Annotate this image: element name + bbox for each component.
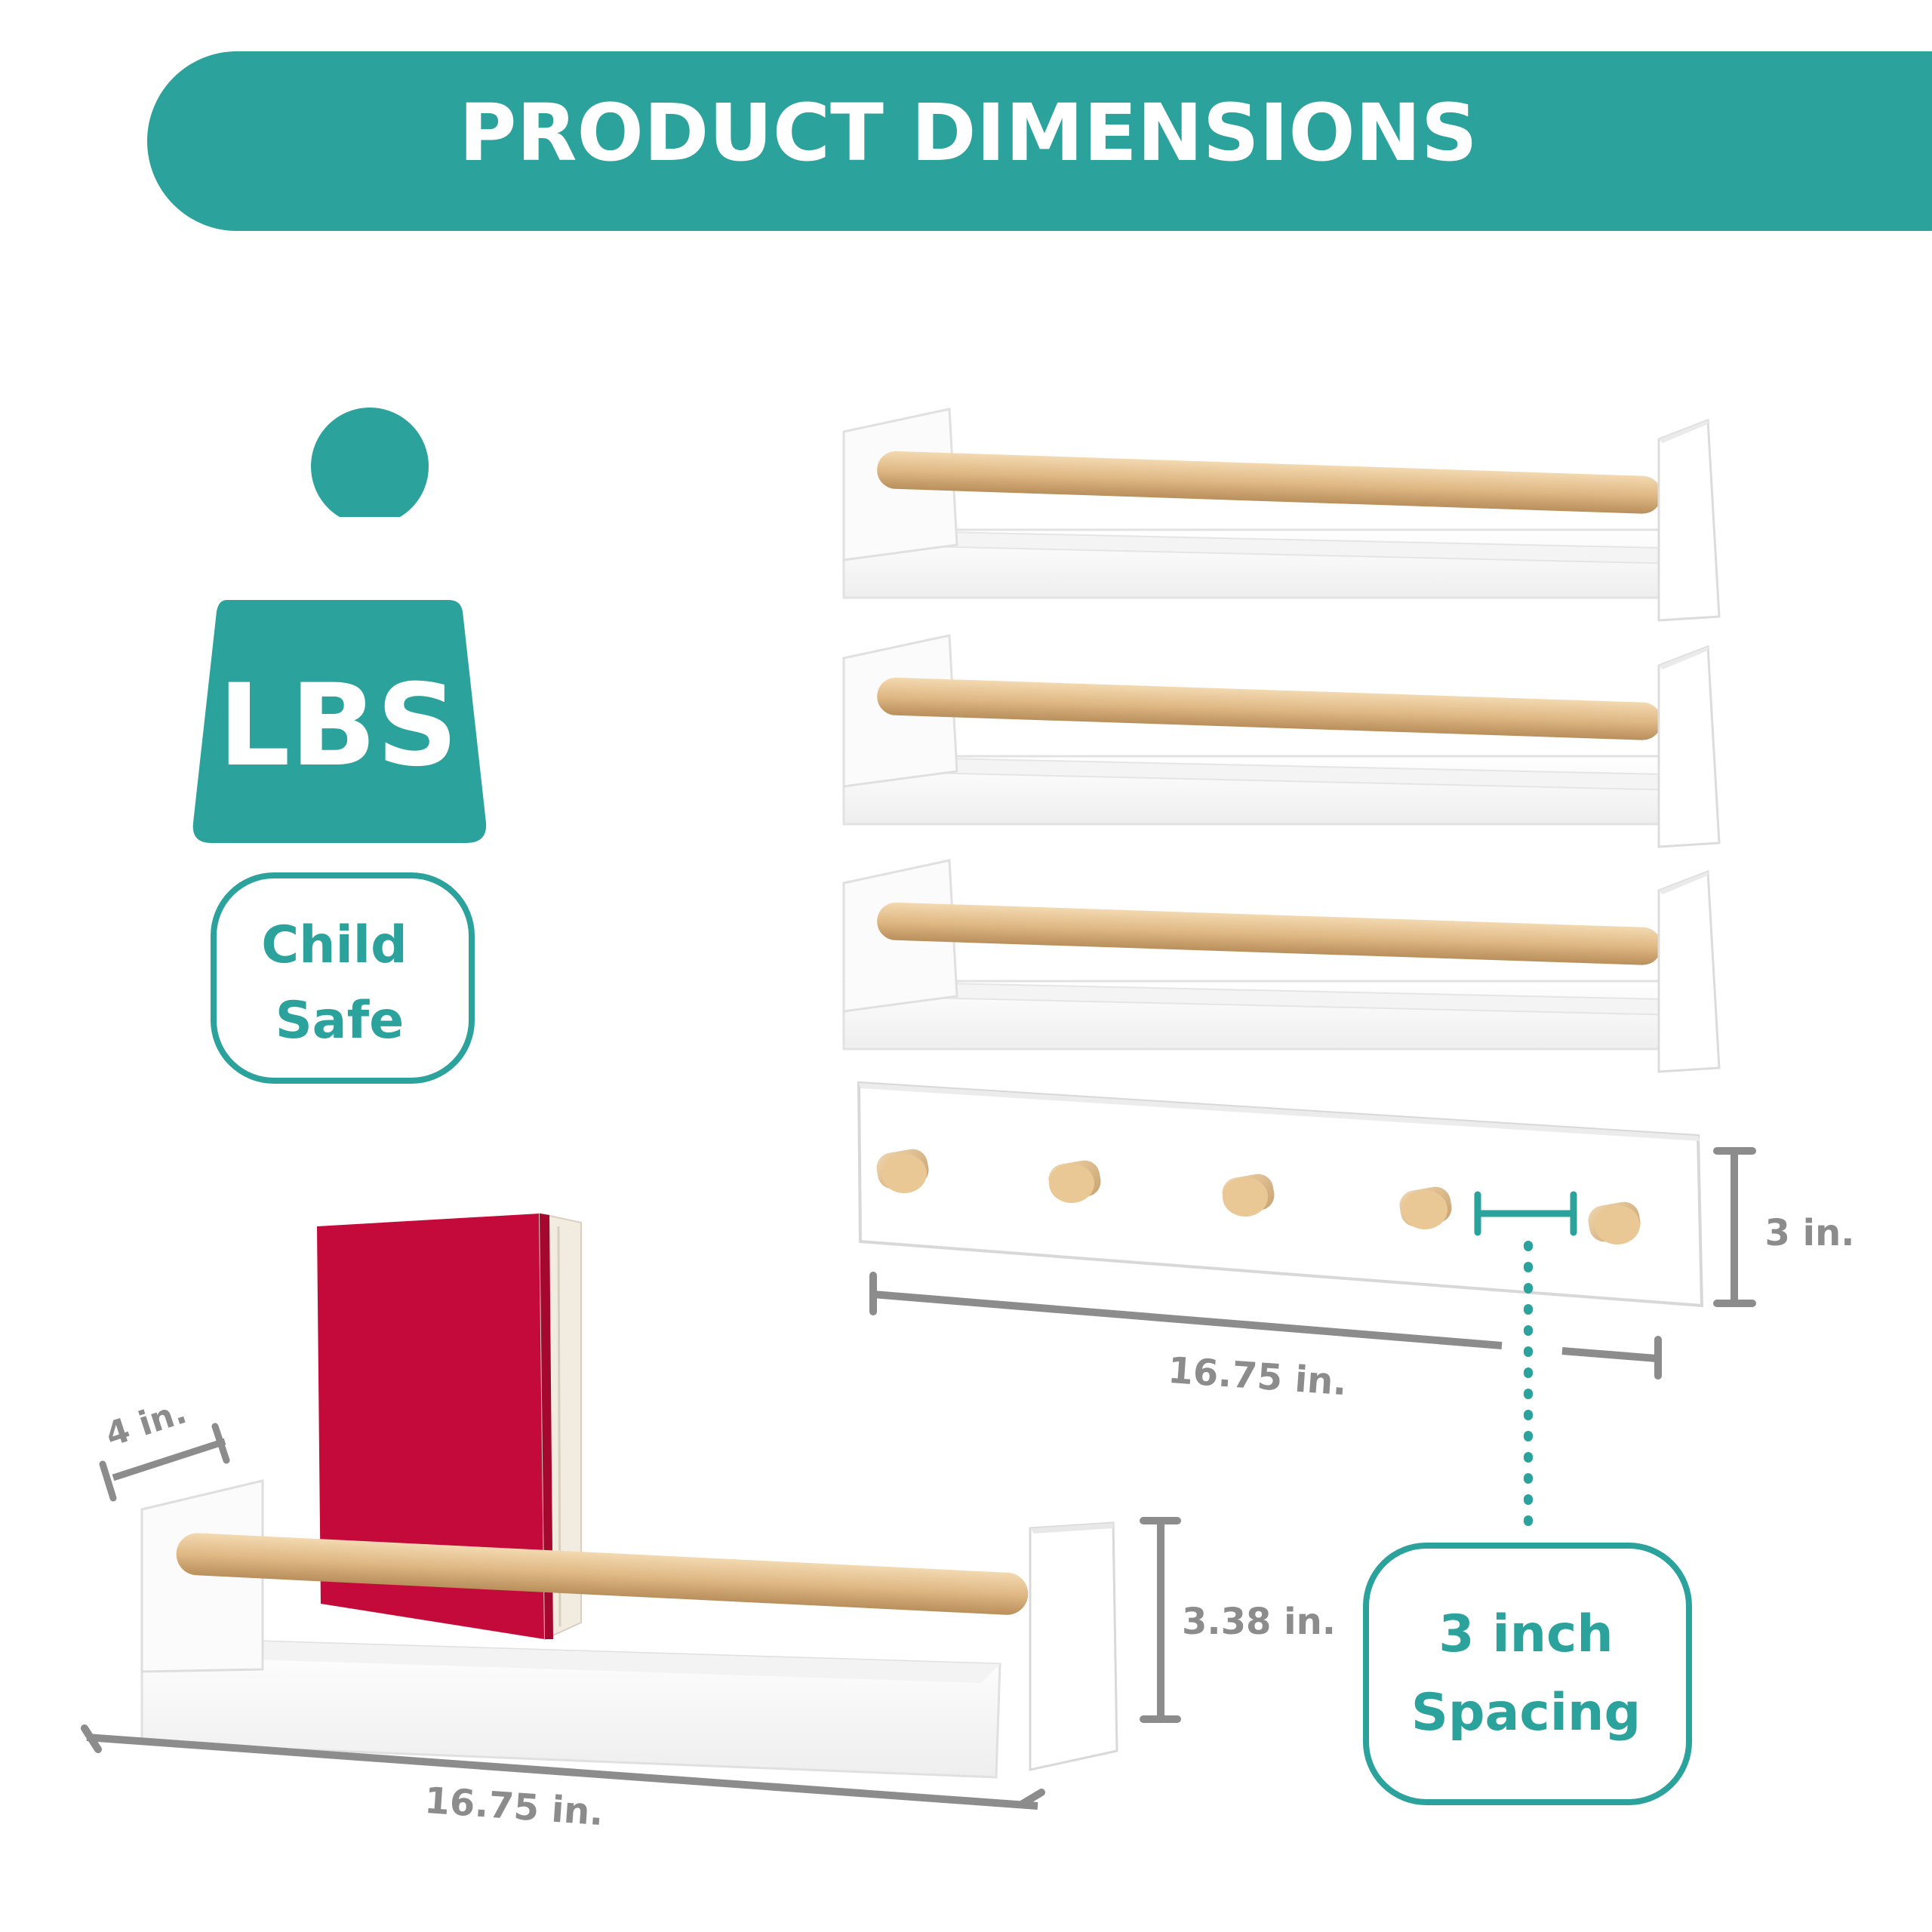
page-title: PRODUCT DIMENSIONS — [459, 87, 1478, 179]
header-banner — [147, 51, 1932, 231]
lbs-label: LBS — [218, 660, 458, 792]
peg-3 — [1222, 1174, 1275, 1217]
shelf-width-dim — [81, 1724, 1045, 1810]
bottom-shelf — [140, 1212, 1118, 1779]
peg-5 — [1588, 1201, 1641, 1244]
shelf-width-label: 16.75 in. — [423, 1780, 605, 1834]
child-safe-line2: Safe — [275, 991, 405, 1051]
peg-spacing-indicator — [1474, 1191, 1577, 1544]
spacing-badge-line2: Spacing — [1411, 1683, 1641, 1743]
shelf-height-dim — [1140, 1517, 1181, 1723]
shelf-top — [842, 408, 1721, 622]
shelf-lower — [842, 859, 1721, 1073]
spacing-badge-line1: 3 inch — [1438, 1604, 1613, 1664]
shelf-depth-label: 4 in. — [101, 1392, 191, 1454]
hook-rack-height-label: 3 in. — [1765, 1212, 1855, 1254]
peg-1 — [876, 1149, 929, 1193]
hook-rack-width-dim — [869, 1272, 1662, 1380]
shelf-height-label: 3.38 in. — [1182, 1601, 1336, 1643]
red-book — [317, 1212, 582, 1641]
child-safe-line1: Child — [261, 915, 408, 975]
weight-icon: LBS — [192, 408, 487, 843]
child-safe-badge: Child Safe — [211, 872, 475, 1084]
peg-2 — [1048, 1160, 1101, 1203]
spacing-badge: 3 inch Spacing — [1363, 1543, 1692, 1805]
hook-rack-width-label: 16.75 in. — [1167, 1349, 1349, 1404]
hook-rack — [857, 1081, 1704, 1308]
shelf-depth-dim — [99, 1423, 230, 1502]
hook-rack-height-dim — [1713, 1147, 1756, 1307]
shelf-middle — [842, 634, 1721, 848]
peg-4 — [1399, 1186, 1452, 1229]
